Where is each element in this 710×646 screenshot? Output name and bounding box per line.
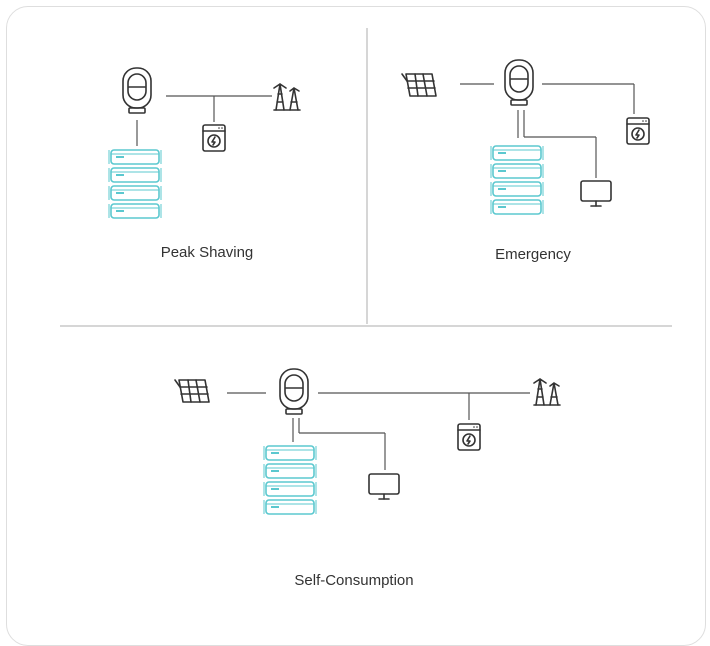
grid-tower-icon <box>273 83 301 111</box>
battery-stack-icon <box>263 445 317 515</box>
monitor-icon <box>368 473 400 500</box>
emergency-label: Emergency <box>495 246 571 263</box>
wires <box>460 83 635 178</box>
grid-tower-icon <box>533 378 561 406</box>
inverter-icon <box>122 67 152 114</box>
inverter-icon <box>279 368 309 415</box>
horizontal-divider <box>60 325 672 327</box>
solar-panel-icon <box>401 73 437 97</box>
emergency-scenario <box>401 59 650 215</box>
wires <box>227 392 530 470</box>
monitor-icon <box>580 180 612 207</box>
washing-machine-icon <box>457 423 481 451</box>
battery-stack-icon <box>108 149 162 219</box>
peak-shaving-scenario <box>108 67 301 219</box>
self-consumption-label: Self-Consumption <box>294 572 414 589</box>
energy-scenarios-diagram <box>108 59 650 515</box>
peak-shaving-label: Peak Shaving <box>160 244 254 261</box>
washing-machine-icon <box>202 124 226 152</box>
vertical-divider <box>366 28 368 324</box>
solar-panel-icon <box>174 379 210 403</box>
battery-stack-icon <box>490 145 544 215</box>
wires <box>136 95 272 146</box>
self-consumption-scenario <box>174 368 561 515</box>
washing-machine-icon <box>626 117 650 145</box>
inverter-icon <box>504 59 534 106</box>
